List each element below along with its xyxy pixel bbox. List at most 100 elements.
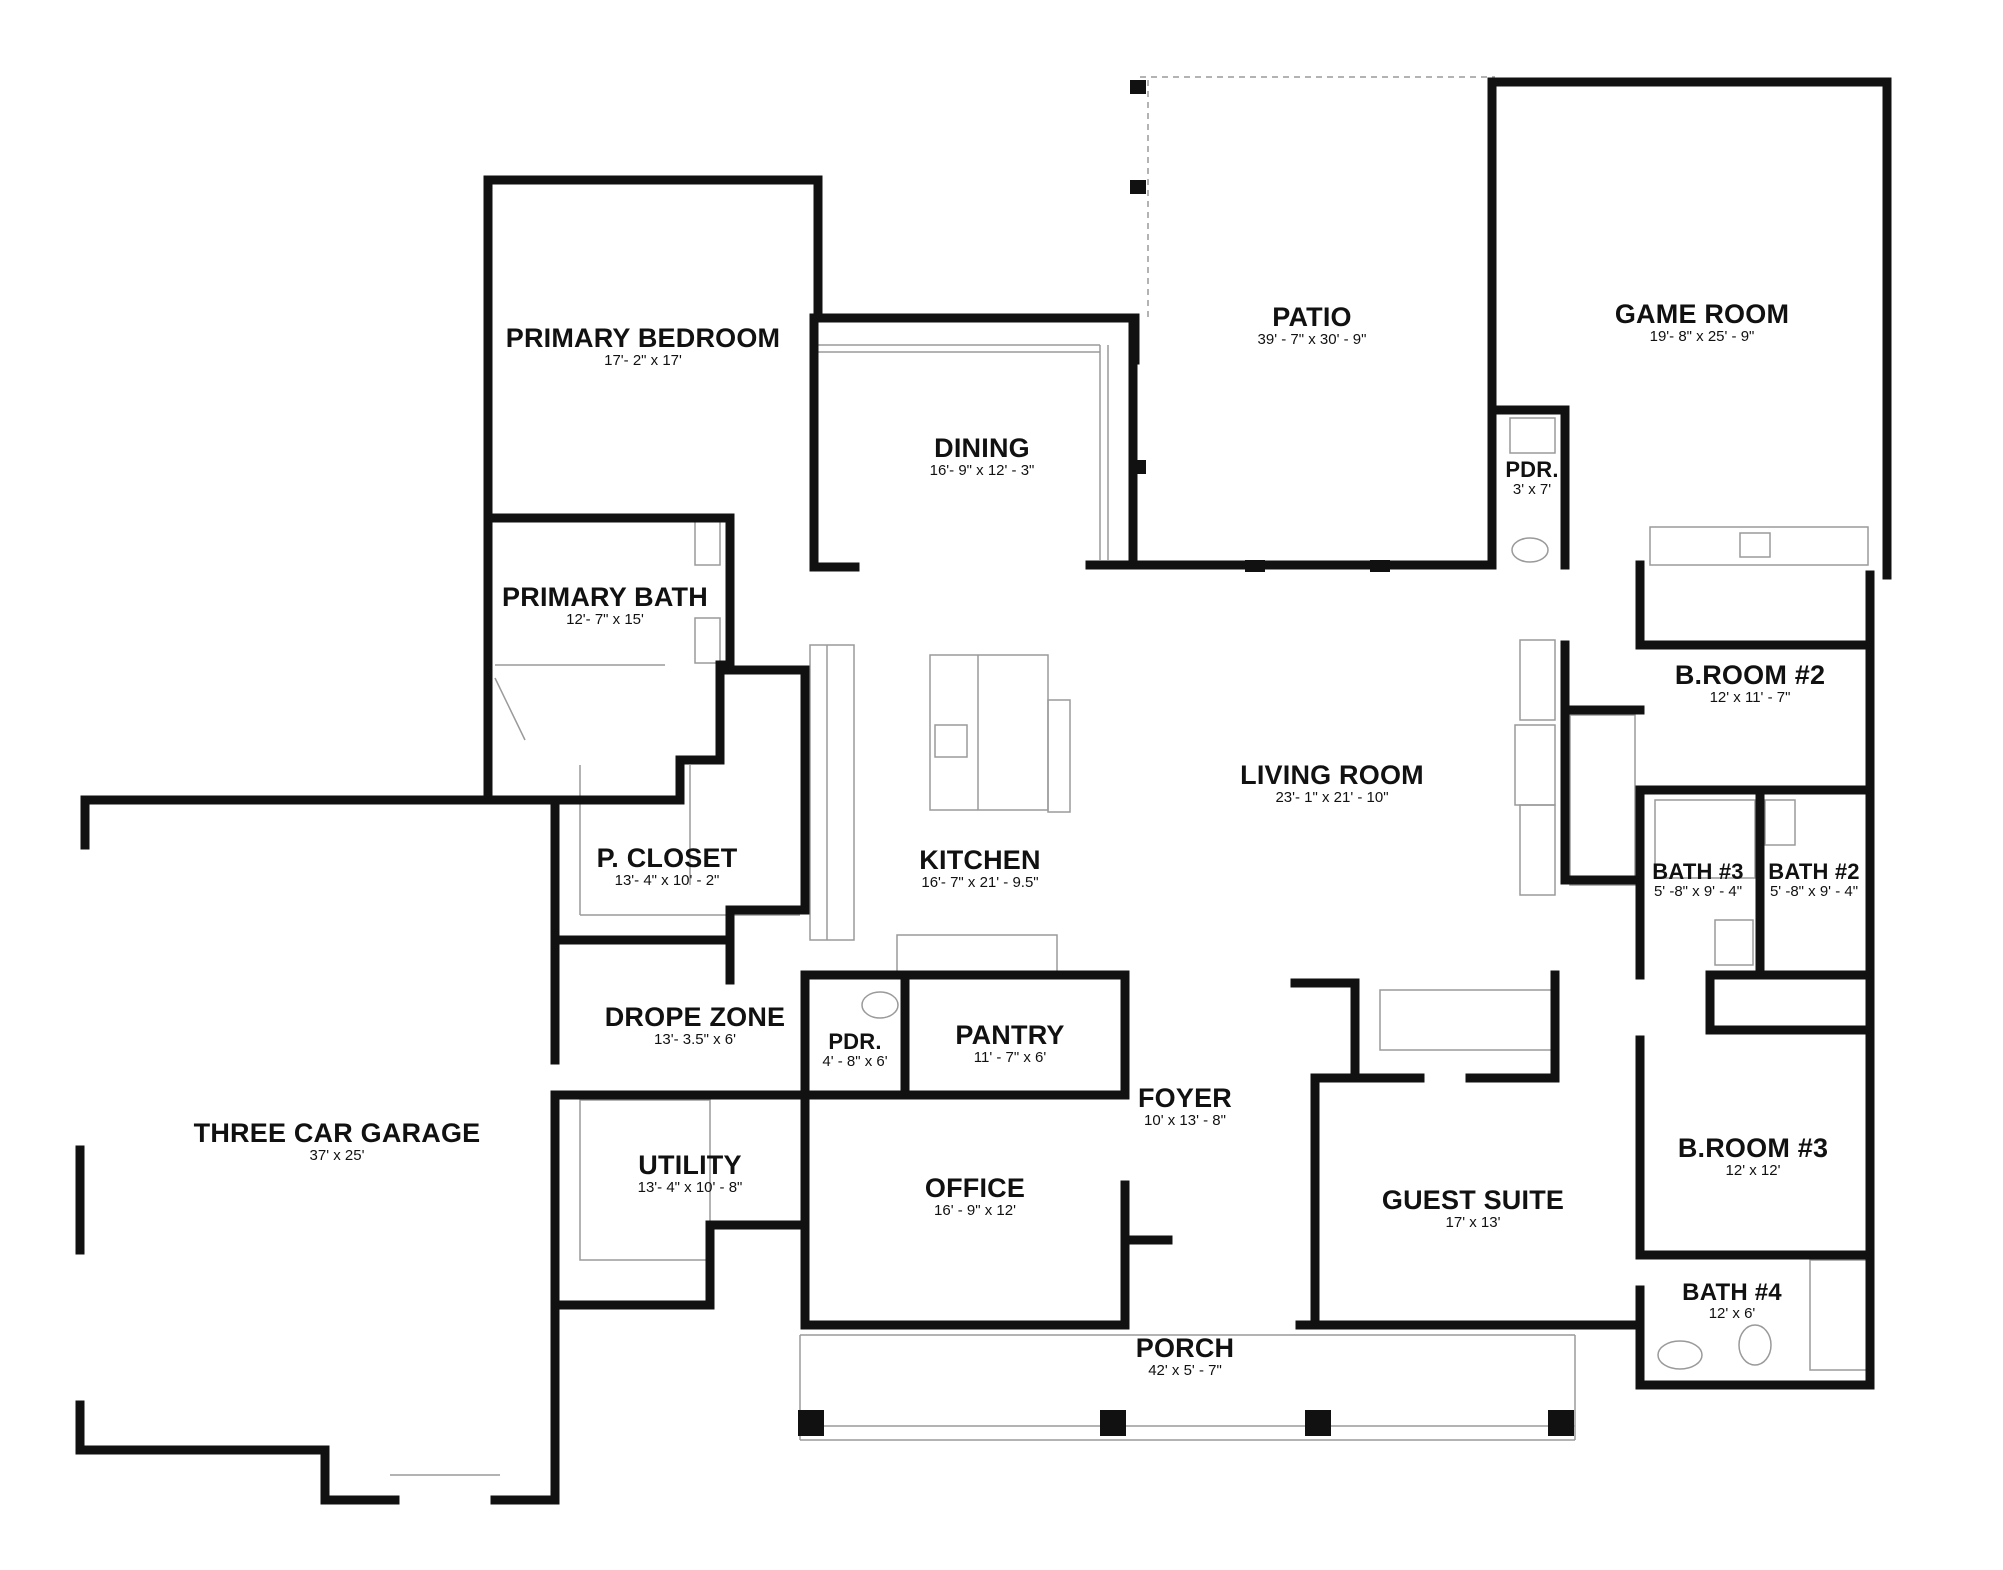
wall-patio (1128, 315, 1497, 570)
sink-fixture (694, 617, 721, 664)
column (1130, 180, 1146, 194)
room-label-pantry: PANTRY 11' - 7" x 6' (955, 1020, 1064, 1066)
room-name: KITCHEN (919, 845, 1041, 875)
built-in-cabinet (1519, 639, 1556, 721)
wall-game-north (1487, 77, 1892, 580)
room-label-living-room: LIVING ROOM 23'- 1" x 21' - 10" (1240, 760, 1424, 806)
room-label-pdr-game: PDR. 3' x 7' (1505, 458, 1558, 498)
porch-columns (798, 80, 1574, 1436)
room-dimensions: 13'- 4" x 10' - 2" (614, 872, 720, 889)
room-dimensions: 12' x 11' - 7" (1709, 689, 1791, 706)
pdr-sink (1511, 537, 1549, 563)
wall-office (800, 1090, 1125, 1330)
column (1130, 460, 1146, 474)
fireplace (1514, 724, 1556, 806)
wall-garage-east (490, 1300, 560, 1505)
wall-garage-north (80, 795, 560, 850)
room-label-primary-bedroom: PRIMARY BEDROOM 17'- 2" x 17' (506, 323, 781, 369)
wall-closet (550, 665, 810, 945)
room-dimensions: 16'- 7" x 21' - 9.5" (921, 874, 1039, 891)
wall-garage-south (75, 1400, 400, 1505)
pdr-toilet (1509, 417, 1556, 454)
room-name: DINING (934, 433, 1030, 463)
guest-closet (1379, 989, 1556, 1051)
bath3-sink (1714, 919, 1754, 966)
room-name: PATIO (1272, 302, 1352, 332)
wall (1705, 970, 1875, 1035)
room-dimensions: 12'- 7" x 15' (566, 611, 644, 628)
room-name: GUEST SUITE (1381, 1185, 1565, 1215)
room-dimensions: 17'- 2" x 17' (604, 352, 682, 369)
sink-fixture (694, 519, 721, 566)
room-name: PDR. (828, 1029, 882, 1054)
room-label-p-closet: P. CLOSET 13'- 4" x 10' - 2" (597, 843, 738, 889)
room-dimensions: 12' x 6' (1708, 1305, 1756, 1322)
wall-game-bedroom2 (1635, 560, 1875, 650)
room-dimensions: 17' x 13' (1445, 1214, 1501, 1231)
room-label-kitchen: KITCHEN 16'- 7" x 21' - 9.5" (919, 845, 1040, 891)
wall (1560, 640, 1645, 885)
room-dimensions: 5' -8" x 9' - 4" (1769, 883, 1859, 900)
room-label-bedroom-3: B.ROOM #3 12' x 12' (1678, 1133, 1828, 1179)
room-name: THREE CAR GARAGE (193, 1118, 481, 1148)
column (798, 1410, 824, 1436)
room-dimensions: 37' x 25' (309, 1147, 365, 1164)
room-dimensions: 10' x 13' - 8" (1144, 1112, 1226, 1129)
room-dimensions: 16'- 9" x 12' - 3" (929, 462, 1035, 479)
room-name: BATH #2 (1768, 859, 1860, 884)
room-dimensions: 3' x 7' (1512, 481, 1552, 498)
room-name: PRIMARY BATH (502, 582, 708, 612)
built-in-cabinet (1519, 804, 1556, 896)
room-label-foyer: FOYER 10' x 13' - 8" (1138, 1083, 1232, 1129)
room-label-bath-4: BATH #4 12' x 6' (1682, 1280, 1782, 1322)
room-name: GAME ROOM (1614, 299, 1790, 329)
room-dimensions: 16' - 9" x 12' (934, 1202, 1016, 1219)
room-name: PANTRY (955, 1020, 1065, 1050)
bath4-toilet (1738, 1324, 1772, 1366)
room-label-porch: PORCH 42' x 5' - 7" (1136, 1333, 1235, 1379)
room-dimensions: 19'- 8" x 25' - 9" (1649, 328, 1755, 345)
bath4-sink (1657, 1340, 1703, 1370)
room-label-dining: DINING 16'- 9" x 12' - 3" (930, 433, 1035, 479)
kitchen-bottom-counter (896, 934, 1058, 976)
column (1245, 560, 1265, 572)
bar-sink (1739, 532, 1771, 558)
room-dimensions: 39' - 7" x 30' - 9" (1257, 331, 1367, 348)
pdr-main-sink (861, 991, 899, 1019)
room-label-three-car-garage: THREE CAR GARAGE 37' x 25' (194, 1118, 481, 1164)
room-name: PRIMARY BEDROOM (505, 323, 781, 353)
wall-pdr (1487, 405, 1570, 570)
room-name: BATH #4 (1682, 1279, 1782, 1306)
column (1548, 1410, 1574, 1436)
room-name: DROPE ZONE (604, 1002, 786, 1032)
room-dimensions: 4' - 8" x 6' (822, 1053, 888, 1070)
wall (1120, 1180, 1173, 1245)
kitchen-stools (1047, 699, 1071, 813)
room-name: OFFICE (924, 1173, 1026, 1203)
room-label-game-room: GAME ROOM 19'- 8" x 25' - 9" (1615, 299, 1789, 345)
room-name: LIVING ROOM (1240, 760, 1424, 790)
room-dimensions: 12' x 12' (1725, 1162, 1781, 1179)
room-dimensions: 13'- 3.5" x 6' (654, 1031, 736, 1048)
bath2-sink (1764, 799, 1796, 846)
room-name: FOYER (1137, 1083, 1233, 1113)
closet (1569, 714, 1636, 886)
game-room-counter (1649, 526, 1869, 566)
utility-counter (579, 1099, 711, 1261)
room-label-bath-2: BATH #2 5' -8" x 9' - 4" (1768, 860, 1859, 900)
room-dimensions: 11' - 7" x 6' (973, 1049, 1047, 1066)
room-name: UTILITY (638, 1150, 742, 1180)
room-label-utility: UTILITY 13'- 4" x 10' - 8" (638, 1150, 743, 1196)
wall (1290, 978, 1360, 1080)
shower-door (494, 677, 526, 741)
room-label-guest-suite: GUEST SUITE 17' x 13' (1382, 1185, 1564, 1231)
kitchen-counter (809, 644, 855, 941)
fixture-lines (390, 76, 1871, 1476)
column (1370, 560, 1390, 572)
room-name: PORCH (1135, 1333, 1235, 1363)
bath3-tub (1654, 799, 1756, 879)
column (1100, 1410, 1126, 1436)
wall (1465, 970, 1560, 1083)
